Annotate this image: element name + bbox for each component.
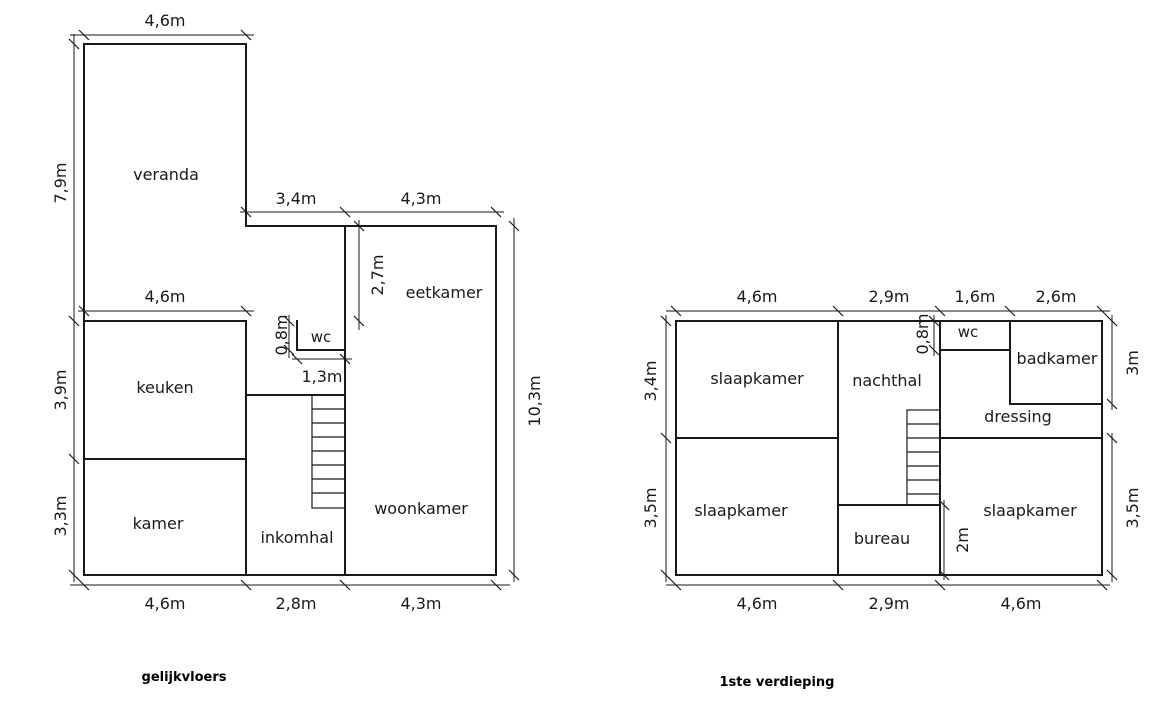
dimension-wc-width: 1,3m bbox=[291, 353, 352, 386]
ground-floor-plan: veranda keuken kamer inkomhal wc eetkame… bbox=[51, 11, 544, 685]
room-label-nachthal: nachthal bbox=[852, 371, 922, 390]
ground-floor-stair bbox=[311, 394, 346, 509]
room-label-slaapkamer-bottom-right: slaapkamer bbox=[983, 501, 1077, 520]
first-floor-outer-walls bbox=[675, 320, 1103, 576]
ground-floor-outer-walls bbox=[83, 43, 497, 576]
dimension-left-kamer: 3,3m bbox=[51, 454, 80, 582]
dimension-left-top-first: 3,4m bbox=[641, 315, 672, 444]
dimension-top-bath-first: 2,6m bbox=[1035, 287, 1076, 306]
svg-text:7,9m: 7,9m bbox=[51, 162, 70, 203]
dimension-stair-vertical: 2,7m bbox=[353, 220, 387, 330]
dimension-wc-height-first: 0,8m bbox=[913, 313, 940, 356]
room-label-wc-first: wc bbox=[958, 323, 979, 341]
room-label-dressing: dressing bbox=[984, 407, 1052, 426]
svg-text:2m: 2m bbox=[953, 527, 972, 553]
svg-text:4,3m: 4,3m bbox=[400, 189, 441, 208]
dimension-bath-height: 3m bbox=[1106, 315, 1142, 410]
room-label-wc: wc bbox=[311, 328, 332, 346]
dimension-bottom-right: 4,3m bbox=[400, 594, 441, 613]
room-label-bureau: bureau bbox=[854, 529, 910, 548]
dimension-bottom-first: 4,6m 2,9m 4,6m bbox=[666, 579, 1110, 613]
dimension-left-kitchen: 3,9m bbox=[51, 316, 80, 466]
svg-text:3,5m: 3,5m bbox=[1123, 487, 1142, 528]
room-label-keuken: keuken bbox=[136, 378, 193, 397]
dimension-bottom-mid-first: 2,9m bbox=[868, 594, 909, 613]
svg-text:3,5m: 3,5m bbox=[641, 487, 660, 528]
dimension-right-total: 10,3m bbox=[508, 218, 544, 582]
room-label-veranda: veranda bbox=[133, 165, 199, 184]
svg-text:1,3m: 1,3m bbox=[301, 367, 342, 386]
dimension-bureau-side: 2m bbox=[938, 499, 972, 581]
dimension-top-first: 4,6m 2,9m 1,6m 2,6m bbox=[666, 287, 1110, 317]
dimension-bottom: 4,6m 2,8m 4,3m bbox=[70, 579, 510, 613]
dimension-left-bottom-first: 3,5m bbox=[641, 433, 672, 582]
dimension-mid-kitchen: 4,6m bbox=[78, 287, 254, 317]
svg-text:4,6m: 4,6m bbox=[144, 11, 185, 30]
first-floor-stair bbox=[906, 409, 941, 506]
room-label-woonkamer: woonkamer bbox=[374, 499, 468, 518]
caption-1ste-verdieping: 1ste verdieping bbox=[720, 675, 835, 690]
dimension-bottom-right-first: 4,6m bbox=[1000, 594, 1041, 613]
dimension-top-left-first: 4,6m bbox=[736, 287, 777, 306]
svg-text:2,7m: 2,7m bbox=[368, 254, 387, 295]
dimension-left-veranda: 7,9m bbox=[51, 34, 80, 330]
svg-text:4,6m: 4,6m bbox=[144, 287, 185, 306]
room-label-badkamer: badkamer bbox=[1017, 349, 1098, 368]
dimension-top-mid: 3,4m bbox=[240, 189, 352, 218]
svg-text:3,9m: 3,9m bbox=[51, 369, 70, 410]
first-floor-plan: slaapkamer nachthal wc badkamer dressing… bbox=[641, 287, 1142, 690]
svg-text:3,4m: 3,4m bbox=[275, 189, 316, 208]
room-label-inkomhal: inkomhal bbox=[260, 528, 333, 547]
room-label-kamer: kamer bbox=[133, 514, 184, 533]
dimension-bottom-left-first: 4,6m bbox=[736, 594, 777, 613]
svg-text:3m: 3m bbox=[1123, 350, 1142, 376]
wall-badkamer bbox=[1009, 320, 1103, 405]
dimension-bottom-left: 4,6m bbox=[144, 594, 185, 613]
dimension-top-mid-first: 2,9m bbox=[868, 287, 909, 306]
dimension-top-right: 4,3m bbox=[340, 189, 504, 218]
room-label-slaapkamer-bottom-left: slaapkamer bbox=[694, 501, 788, 520]
dimension-wc-height: 0,8m bbox=[272, 314, 295, 358]
svg-text:0,8m: 0,8m bbox=[913, 313, 932, 354]
dimension-bottom-mid: 2,8m bbox=[275, 594, 316, 613]
dimension-right-bottom-first: 3,5m bbox=[1106, 432, 1142, 582]
caption-gelijkvloers: gelijkvloers bbox=[142, 670, 227, 685]
svg-text:3,4m: 3,4m bbox=[641, 360, 660, 401]
room-label-eetkamer: eetkamer bbox=[406, 283, 483, 302]
room-label-slaapkamer-top-left: slaapkamer bbox=[710, 369, 804, 388]
dimension-top-veranda: 4,6m bbox=[70, 11, 254, 41]
svg-text:0,8m: 0,8m bbox=[272, 314, 291, 355]
dimension-top-wc-first: 1,6m bbox=[954, 287, 995, 306]
svg-text:3,3m: 3,3m bbox=[51, 495, 70, 536]
wall-wc bbox=[296, 320, 346, 351]
svg-text:10,3m: 10,3m bbox=[525, 375, 544, 426]
